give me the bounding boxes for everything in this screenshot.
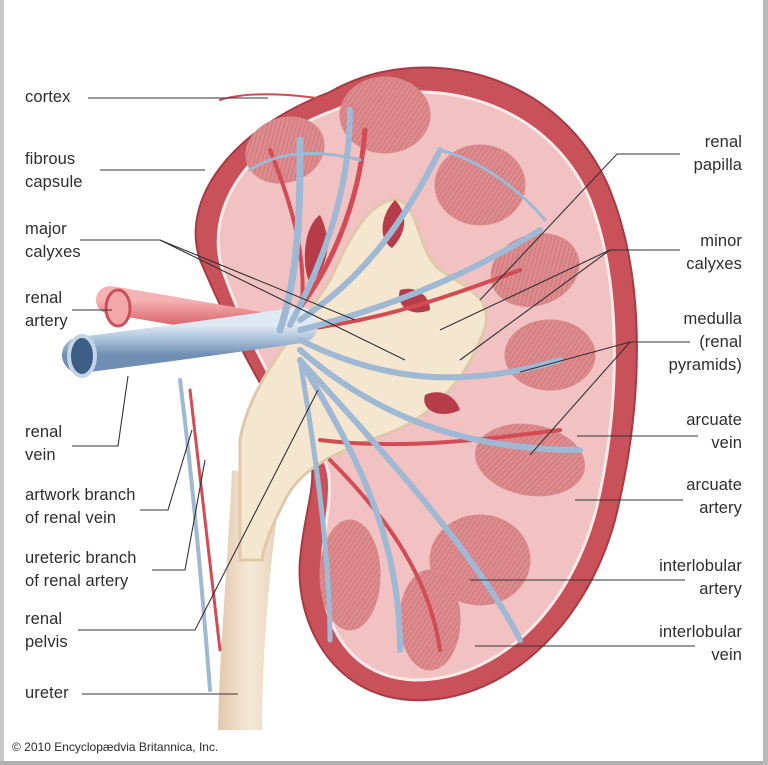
label-arcuate-vein: arcuate vein xyxy=(686,411,742,452)
label-artwork-branch-of-renal-vein: artwork branch of renal vein xyxy=(25,486,136,527)
copyright-credit: © 2010 Encyclopædvia Britannica, Inc. xyxy=(12,740,219,754)
label-ureteric-branch-of-renal-artery: ureteric branch of renal artery xyxy=(25,549,137,590)
label-cortex: cortex xyxy=(25,88,71,106)
label-fibrous-capsule: fibrous capsule xyxy=(25,150,83,191)
label-major-calyxes: major calyxes xyxy=(25,220,81,261)
renal-vein-opening xyxy=(67,334,97,378)
label-renal-papilla: renal papilla xyxy=(693,133,742,174)
label-medulla-renal-pyramids: medulla (renal pyramids) xyxy=(668,310,742,374)
label-renal-vein: renal vein xyxy=(25,423,63,464)
label-interlobular-artery: interlobular artery xyxy=(659,557,742,598)
label-interlobular-vein: interlobular vein xyxy=(659,623,742,664)
label-renal-pelvis: renal pelvis xyxy=(25,610,68,651)
label-minor-calyxes: minor calyxes xyxy=(686,232,742,273)
renal-artery-opening xyxy=(104,288,132,328)
label-ureter: ureter xyxy=(25,684,69,702)
label-arcuate-artery: arcuate artery xyxy=(686,476,742,517)
label-renal-artery: renal artery xyxy=(25,289,68,330)
leader-lines xyxy=(72,97,698,695)
